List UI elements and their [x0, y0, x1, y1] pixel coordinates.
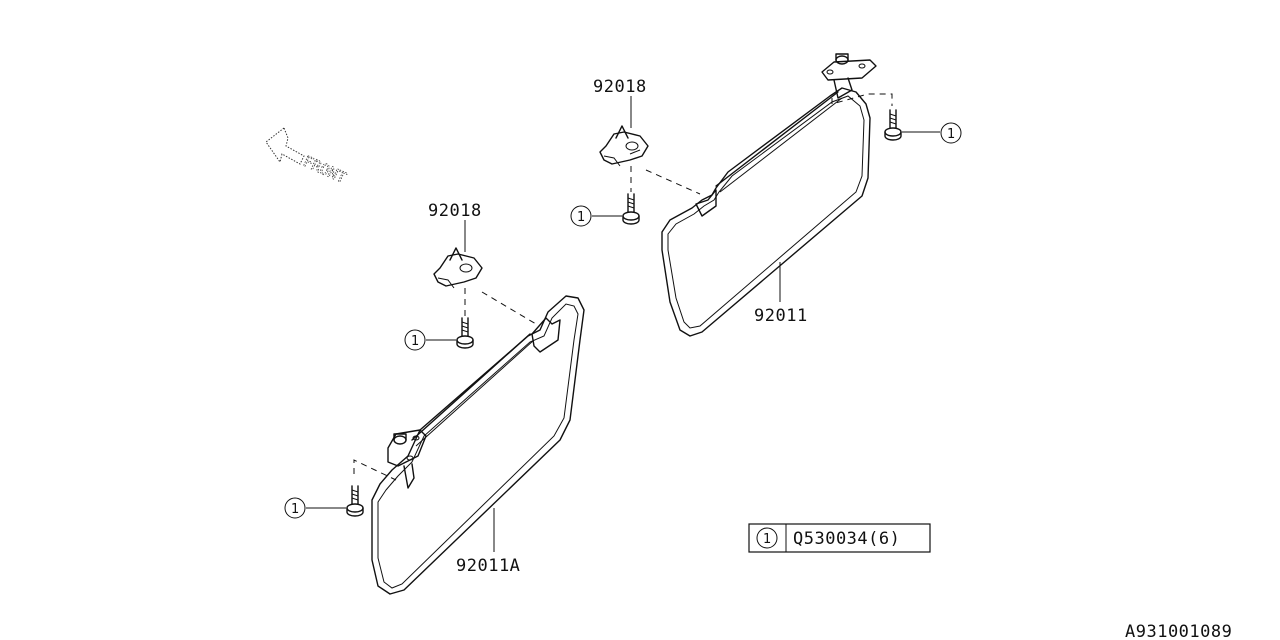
part-callout-92018-upper: 92018	[593, 77, 647, 97]
screw-icon	[346, 485, 364, 517]
ref-marker-screw-lower: 1	[404, 329, 456, 351]
legend-marker: 1	[763, 532, 771, 547]
figure-code: A931001089	[1125, 622, 1232, 640]
parts-legend: 1 Q530034(6)	[748, 523, 931, 553]
screw-icon	[456, 317, 474, 349]
legend-part-number: Q530034(6)	[793, 529, 900, 549]
screw-icon	[622, 193, 640, 225]
screw-icon	[884, 109, 902, 141]
visor-hook-upper	[599, 125, 649, 167]
ref-marker-screw-left: 1	[284, 497, 346, 519]
front-arrow-icon: FRONT	[265, 127, 349, 187]
svg-text:1: 1	[411, 334, 419, 349]
part-callout-92011A: 92011A	[456, 556, 520, 576]
svg-text:1: 1	[577, 210, 585, 225]
sun-visor-right	[661, 53, 893, 337]
part-callout-92018-lower: 92018	[428, 201, 482, 221]
sun-visor-left	[353, 295, 585, 595]
front-label: FRONT	[300, 152, 349, 187]
svg-text:1: 1	[947, 127, 955, 142]
ref-marker-screw-upper: 1	[570, 205, 622, 227]
visor-hook-lower	[433, 247, 483, 289]
part-callout-92011: 92011	[754, 306, 808, 326]
ref-marker-screw-right: 1	[902, 122, 962, 144]
svg-text:1: 1	[291, 502, 299, 517]
